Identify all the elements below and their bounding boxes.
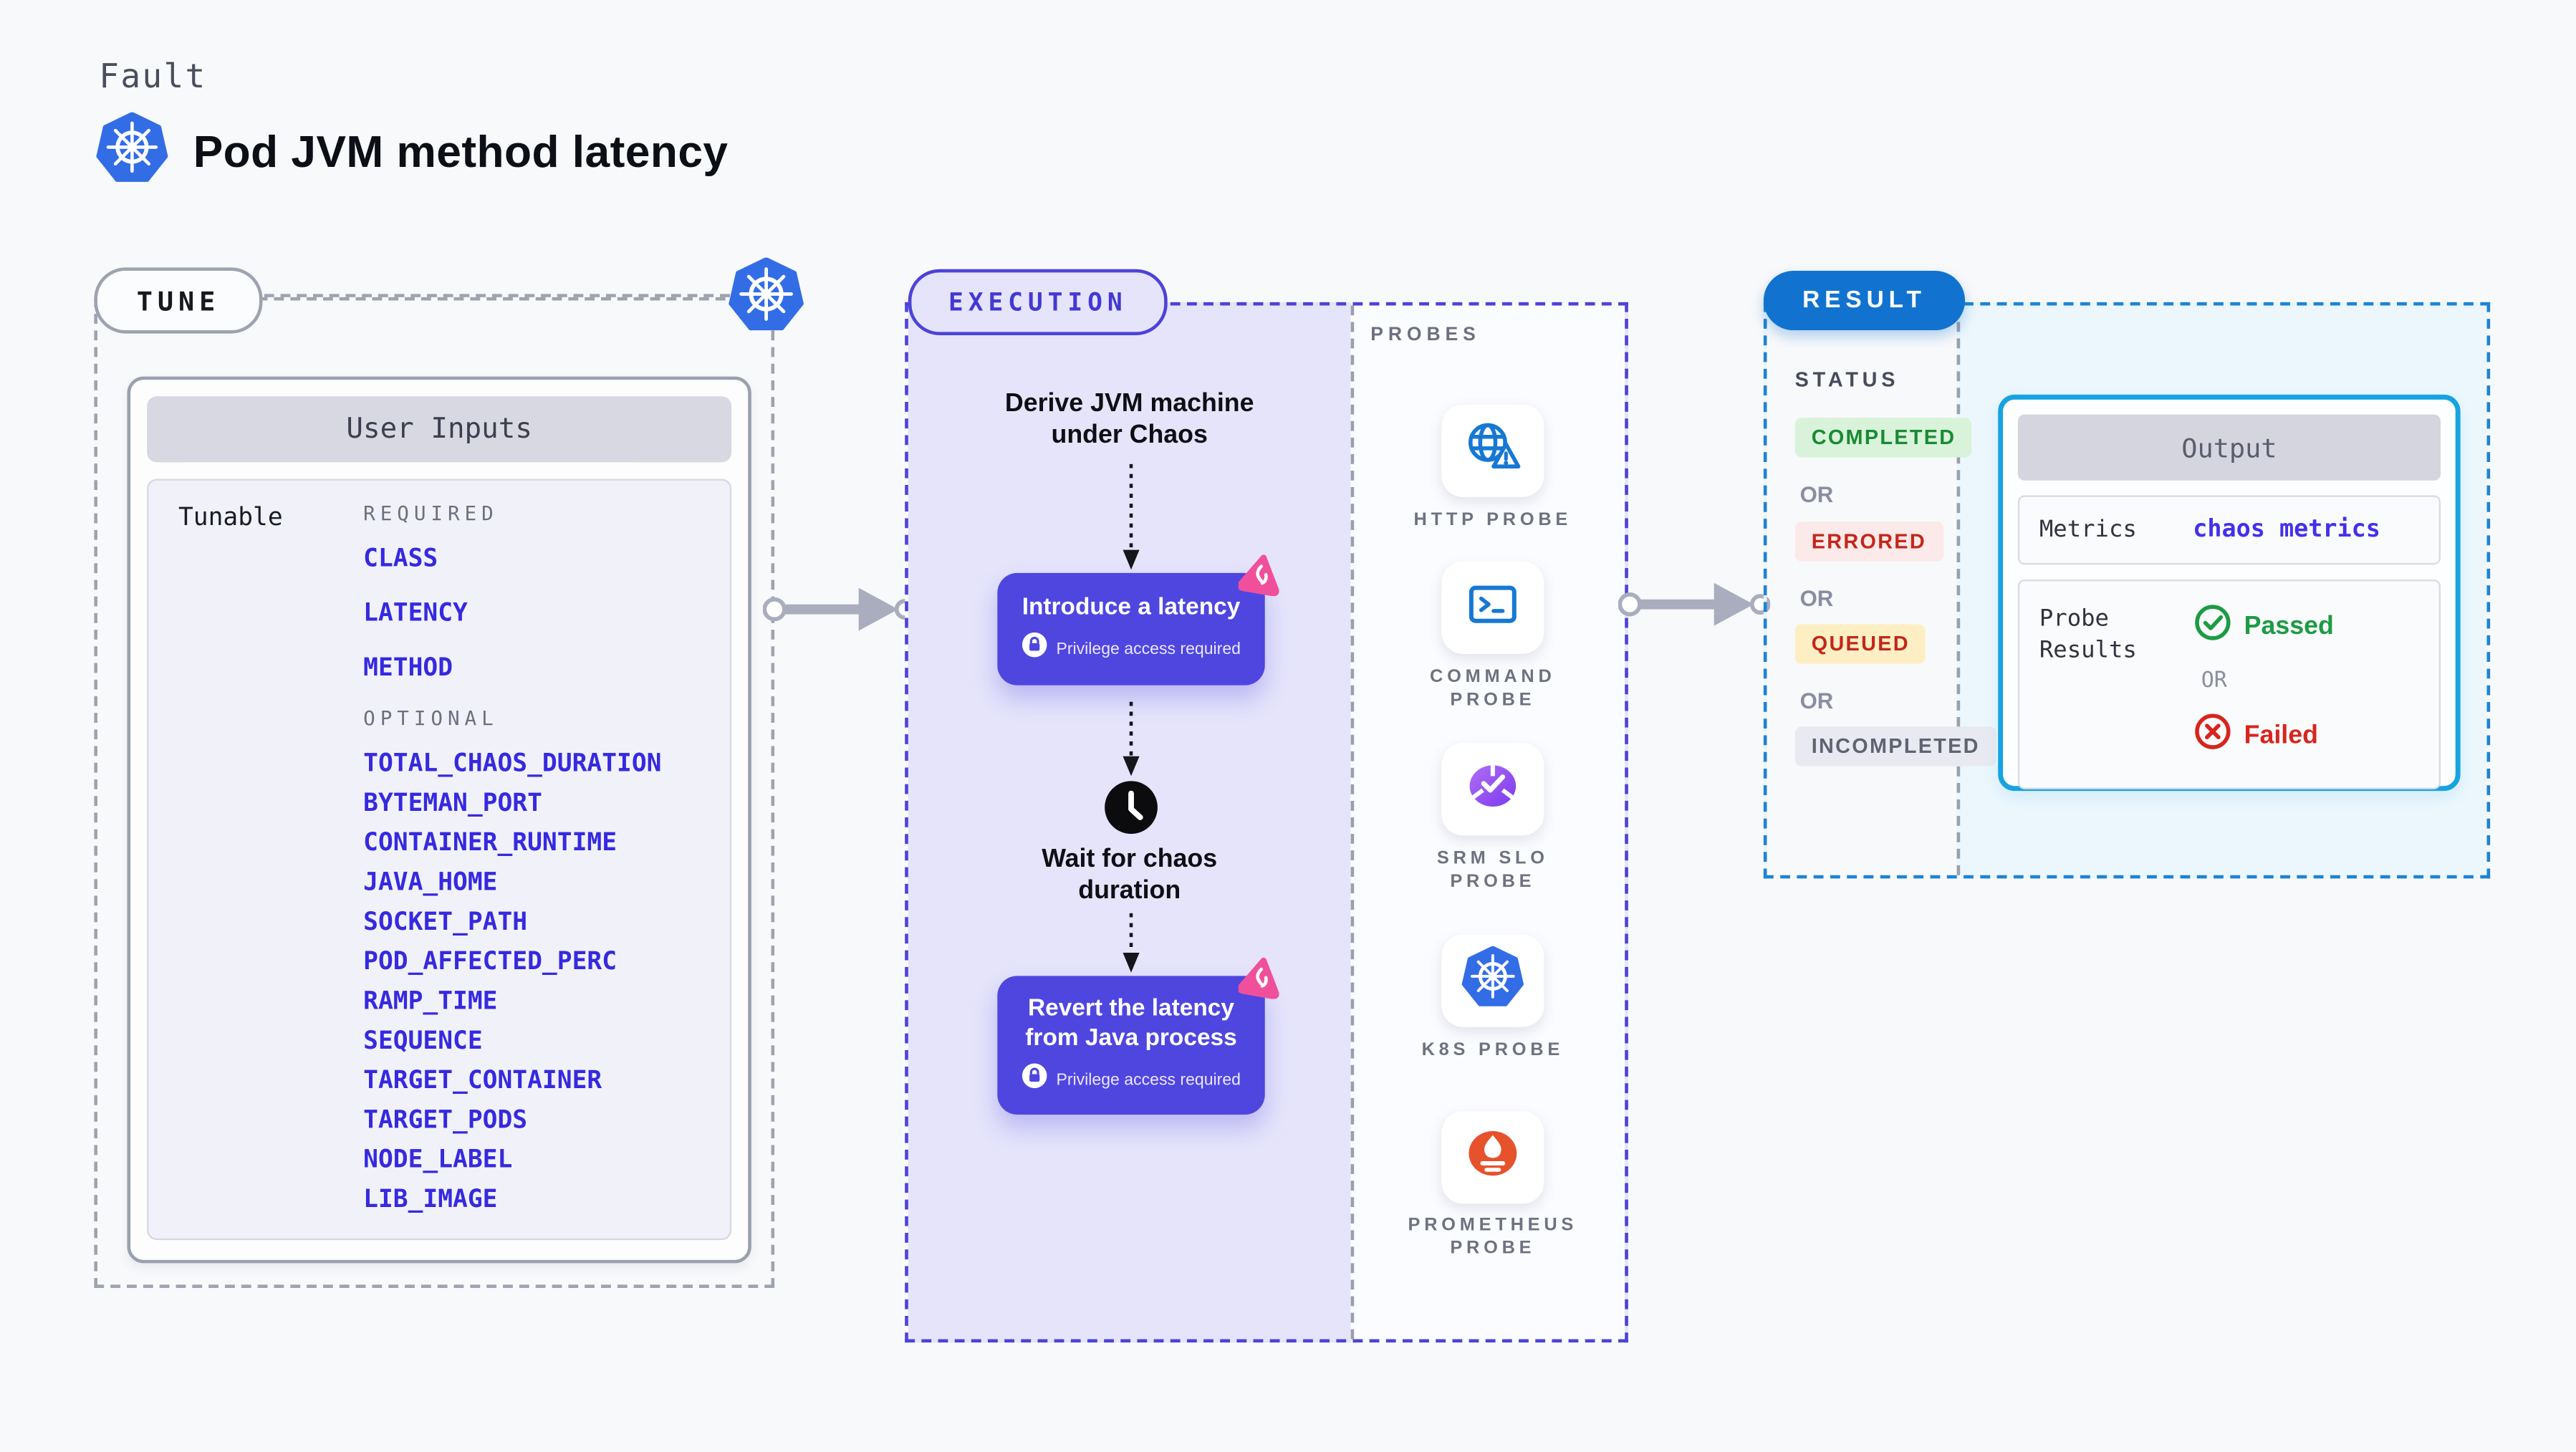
terminal-icon — [1463, 577, 1522, 638]
kubernetes-icon — [96, 112, 168, 193]
probe-results-label: Probe Results — [2039, 605, 2137, 664]
result-badge: RESULT — [1763, 271, 1966, 331]
env-var: TARGET_PODS — [363, 1105, 528, 1135]
introduce-latency-step: Introduce a latency Privilege access req… — [997, 554, 1279, 686]
metrics-label: Metrics — [2039, 516, 2137, 544]
fault-eyebrow: Fault — [99, 56, 207, 96]
status-label: STATUS — [1794, 368, 1900, 392]
env-var: POD_AFFECTED_PERC — [363, 946, 617, 976]
wait-step-text: Wait for chaos duration — [1042, 845, 1218, 905]
or-separator: OR — [1799, 586, 1834, 611]
privilege-note: Privilege access required — [1022, 632, 1241, 665]
page-title: Pod JVM method latency — [193, 127, 729, 177]
x-circle-icon — [2195, 713, 2231, 758]
probe-label: K8S PROBE — [1421, 1040, 1565, 1060]
output-card: Output Metrics chaos metrics Probe Resul… — [1998, 394, 2461, 792]
flow-arrow-tune-to-execution — [762, 585, 915, 643]
passed-row: Passed — [2195, 605, 2334, 649]
env-var: METHOD — [363, 652, 453, 683]
http-probe-card — [1441, 404, 1544, 497]
slo-pie-icon — [1463, 756, 1522, 824]
probe-label: SRM SLO PROBE — [1436, 848, 1549, 892]
globe-alert-icon — [1461, 418, 1524, 483]
prometheus-icon — [1463, 1125, 1522, 1190]
env-var: NODE_LABEL — [363, 1144, 513, 1174]
chaos-experiment-icon — [1237, 552, 1283, 597]
user-inputs-header: User Inputs — [147, 396, 732, 463]
env-var: SOCKET_PATH — [363, 906, 528, 937]
probes-label: PROBES — [1370, 325, 1481, 345]
env-var: LATENCY — [363, 597, 468, 628]
probe-label: COMMAND PROBE — [1430, 667, 1556, 711]
env-var: TOTAL_CHAOS_DURATION — [363, 748, 662, 778]
command-probe-card — [1441, 561, 1544, 654]
tunable-label: Tunable — [178, 501, 283, 532]
required-group-label: REQUIRED — [363, 501, 499, 526]
tune-section-box — [94, 297, 775, 1289]
probe-results-values: Passed OR Failed — [2195, 605, 2334, 765]
status-badge-incompleted: INCOMPLETED — [1794, 726, 1996, 766]
optional-group-label: OPTIONAL — [363, 706, 499, 730]
env-var: CONTAINER_RUNTIME — [363, 827, 617, 857]
or-separator: OR — [2201, 668, 2227, 694]
status-badge-completed: COMPLETED — [1794, 418, 1973, 458]
flow-arrow-execution-to-result — [1618, 580, 1771, 638]
step-label: Introduce a latency — [1022, 594, 1241, 621]
status-output-divider — [1956, 305, 1961, 875]
kubernetes-icon — [729, 257, 804, 342]
env-var: RAMP_TIME — [363, 986, 498, 1016]
dotted-arrow-down-icon — [1121, 701, 1141, 784]
dotted-arrow-down-icon — [1121, 463, 1141, 578]
user-inputs-body: Tunable REQUIRED CLASS LATENCY METHOD OP… — [147, 479, 732, 1241]
execution-badge: EXECUTION — [908, 269, 1168, 335]
k8s-probe-card — [1441, 934, 1544, 1027]
kubernetes-icon — [1461, 945, 1524, 1016]
lock-icon — [1022, 1063, 1047, 1097]
env-var: SEQUENCE — [363, 1025, 483, 1055]
output-header: Output — [2017, 414, 2441, 481]
or-separator: OR — [1799, 688, 1834, 713]
env-var: CLASS — [363, 543, 438, 573]
execution-section-box: Derive JVM machine under Chaos Introduce… — [905, 302, 1628, 1343]
probe-label: PROMETHEUS PROBE — [1408, 1215, 1578, 1259]
tune-connector-dashed-line — [264, 294, 730, 297]
failed-label: Failed — [2244, 721, 2318, 749]
dotted-arrow-down-icon — [1121, 913, 1141, 981]
status-badge-queued: QUEUED — [1794, 624, 1926, 664]
env-var: JAVA_HOME — [363, 867, 498, 897]
lock-icon — [1022, 632, 1047, 665]
probe-results-row: Probe Results Passed OR — [2017, 580, 2441, 789]
execution-probes-divider — [1350, 305, 1355, 1340]
prometheus-probe-card — [1441, 1111, 1544, 1204]
tune-badge: TUNE — [94, 267, 263, 334]
failed-row: Failed — [2195, 713, 2334, 758]
or-separator: OR — [1799, 482, 1834, 507]
passed-label: Passed — [2244, 612, 2334, 640]
derive-step-text: Derive JVM machine under Chaos — [1004, 390, 1254, 449]
title-row: Pod JVM method latency — [96, 112, 729, 193]
metrics-value: chaos metrics — [2193, 516, 2380, 544]
chaos-experiment-icon — [1237, 954, 1283, 999]
privilege-note: Privilege access required — [1022, 1063, 1241, 1097]
revert-latency-step: Revert the latency from Java process Pri… — [997, 957, 1279, 1115]
step-label: Revert the latency from Java process — [1025, 995, 1237, 1052]
metrics-row: Metrics chaos metrics — [2017, 495, 2441, 565]
env-var: BYTEMAN_PORT — [363, 787, 542, 818]
clock-icon — [1103, 779, 1159, 844]
env-var: LIB_IMAGE — [363, 1183, 498, 1214]
env-var: TARGET_CONTAINER — [363, 1064, 602, 1095]
check-circle-icon — [2195, 605, 2231, 649]
probe-label: HTTP PROBE — [1413, 510, 1572, 530]
status-badge-errored: ERRORED — [1794, 521, 1943, 562]
user-inputs-card: User Inputs Tunable REQUIRED CLASS LATEN… — [127, 376, 751, 1264]
env-vars-column: REQUIRED CLASS LATENCY METHOD OPTIONAL T… — [363, 502, 661, 1223]
srm-slo-probe-card — [1441, 743, 1544, 836]
